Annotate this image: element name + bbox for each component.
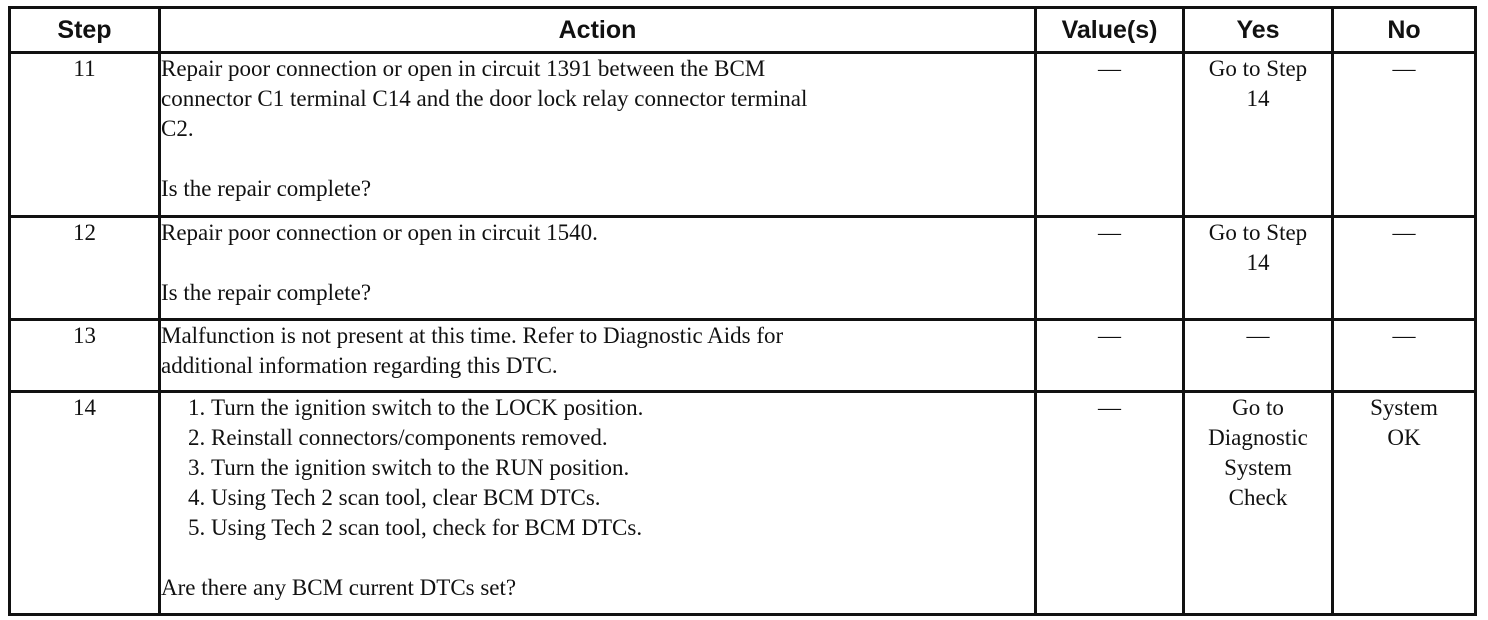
- yes-line: System: [1224, 455, 1292, 480]
- procedure-step: Reinstall connectors/components removed.: [211, 423, 1034, 453]
- step-number: 14: [8, 390, 161, 616]
- values-cell: —: [1034, 215, 1185, 321]
- procedure-step: Turn the ignition switch to the RUN posi…: [211, 453, 1034, 483]
- no-line: —: [1392, 56, 1416, 81]
- header-values: Value(s): [1034, 6, 1185, 54]
- action-line: Repair poor connection or open in circui…: [161, 220, 598, 245]
- action-cell: Turn the ignition switch to the LOCK pos…: [158, 390, 1037, 616]
- no-cell: —: [1331, 51, 1477, 218]
- yes-line: Check: [1228, 485, 1288, 510]
- action-question: Are there any BCM current DTCs set?: [161, 575, 517, 600]
- action-question: Is the repair complete?: [161, 176, 372, 201]
- no-line: —: [1392, 220, 1416, 245]
- table-row-step-12: 12 Repair poor connection or open in cir…: [8, 215, 1477, 321]
- step-number: 13: [8, 318, 161, 393]
- procedure-step: Using Tech 2 scan tool, check for BCM DT…: [211, 513, 1034, 543]
- procedure-list: Turn the ignition switch to the LOCK pos…: [161, 393, 1034, 543]
- action-line: C2.: [161, 116, 194, 141]
- action-line: Malfunction is not present at this time.…: [161, 323, 784, 348]
- table-row-step-14: 14 Turn the ignition switch to the LOCK …: [8, 390, 1477, 616]
- action-cell: Repair poor connection or open in circui…: [158, 51, 1037, 218]
- procedure-step: Using Tech 2 scan tool, clear BCM DTCs.: [211, 483, 1034, 513]
- no-cell: —: [1331, 318, 1477, 393]
- yes-cell: Go to Step 14: [1182, 215, 1334, 321]
- yes-cell: —: [1182, 318, 1334, 393]
- yes-cell: Go to Diagnostic System Check: [1182, 390, 1334, 616]
- yes-line: Diagnostic: [1208, 425, 1308, 450]
- yes-cell: Go to Step 14: [1182, 51, 1334, 218]
- values-cell: —: [1034, 51, 1185, 218]
- header-action: Action: [158, 6, 1037, 54]
- table-row-step-11: 11 Repair poor connection or open in cir…: [8, 51, 1477, 218]
- yes-line: Go to: [1232, 395, 1284, 420]
- step-number: 11: [8, 51, 161, 218]
- header-step: Step: [8, 6, 161, 54]
- yes-line: 14: [1246, 250, 1270, 275]
- action-line: additional information regarding this DT…: [161, 353, 558, 378]
- step-number: 12: [8, 215, 161, 321]
- table-row-step-13: 13 Malfunction is not present at this ti…: [8, 318, 1477, 393]
- header-no: No: [1331, 6, 1477, 54]
- yes-line: Go to Step: [1208, 56, 1308, 81]
- no-line: OK: [1387, 425, 1421, 450]
- procedure-step: Turn the ignition switch to the LOCK pos…: [211, 393, 1034, 423]
- values-cell: —: [1034, 390, 1185, 616]
- values-cell: —: [1034, 318, 1185, 393]
- yes-line: 14: [1246, 86, 1270, 111]
- action-line: Repair poor connection or open in circui…: [161, 56, 766, 81]
- no-line: —: [1392, 323, 1416, 348]
- action-question: Is the repair complete?: [161, 280, 372, 305]
- action-cell: Repair poor connection or open in circui…: [158, 215, 1037, 321]
- no-line: System: [1370, 395, 1438, 420]
- action-line: connector C1 terminal C14 and the door l…: [161, 86, 808, 111]
- no-cell: System OK: [1331, 390, 1477, 616]
- header-yes: Yes: [1182, 6, 1334, 54]
- header-row: Step Action Value(s) Yes No: [8, 6, 1477, 54]
- yes-line: —: [1246, 323, 1270, 348]
- yes-line: Go to Step: [1208, 220, 1308, 245]
- no-cell: —: [1331, 215, 1477, 321]
- diagnostic-table: Step Action Value(s) Yes No 11 Repair po…: [8, 6, 1477, 616]
- action-cell: Malfunction is not present at this time.…: [158, 318, 1037, 393]
